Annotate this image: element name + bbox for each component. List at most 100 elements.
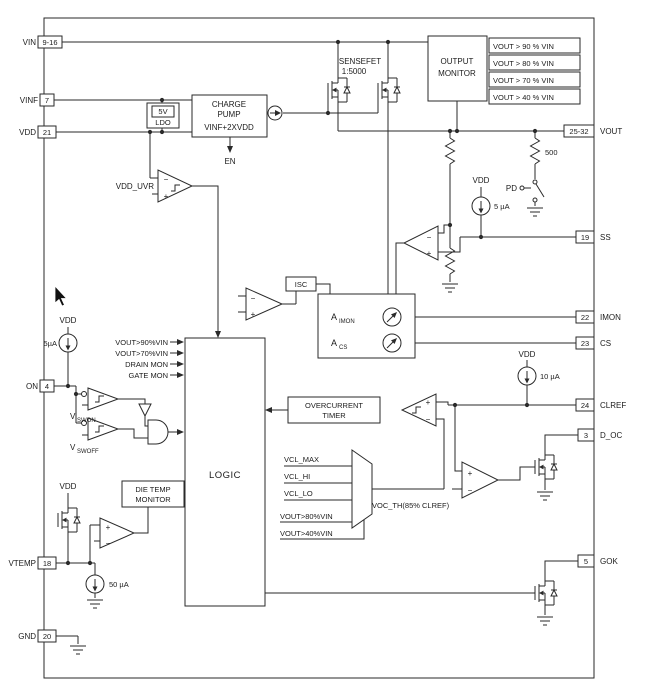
en-label: EN bbox=[224, 157, 235, 166]
pin-num-vinf: 7 bbox=[45, 96, 49, 105]
threshold-80: VOUT > 80 % VIN bbox=[493, 59, 554, 68]
value-text: 500 5 µA 5µA 10 µA 50 µA bbox=[44, 148, 560, 589]
threshold-40: VOUT > 40 % VIN bbox=[493, 93, 554, 102]
threshold-90: VOUT > 90 % VIN bbox=[493, 42, 554, 51]
uvr-minus: − bbox=[164, 175, 169, 184]
logic-in-vout70: VOUT>70%VIN bbox=[115, 349, 168, 358]
vdd-label-clref: VDD bbox=[519, 350, 536, 359]
dietemp-plus: + bbox=[106, 523, 111, 532]
pin-num-vtemp: 18 bbox=[43, 559, 51, 568]
pin-num-vout: 25-32 bbox=[569, 127, 588, 136]
pin-box-gnd bbox=[38, 630, 56, 642]
overcurrent-timer-block bbox=[288, 397, 380, 423]
output-monitor-line2: MONITOR bbox=[438, 69, 476, 78]
vswon-comparator bbox=[88, 388, 118, 410]
threshold-70: VOUT > 70 % VIN bbox=[493, 76, 554, 85]
vdd-label-ss: VDD bbox=[473, 176, 490, 185]
current-50ua-label: 50 µA bbox=[109, 580, 129, 589]
resistor-500-label: 500 bbox=[545, 148, 558, 157]
pin-num-clref: 24 bbox=[581, 401, 589, 410]
current-10ua-label: 10 µA bbox=[540, 372, 560, 381]
pin-label-gok: GOK bbox=[600, 557, 618, 566]
output-monitor-block bbox=[428, 36, 487, 101]
logic-in-vout90: VOUT>90%VIN bbox=[115, 338, 168, 347]
isc-label-box bbox=[286, 277, 316, 291]
overcurrent-comparator bbox=[402, 394, 436, 426]
block-text: 5V LDO CHARGE PUMP VINF+2XVDD SENSEFET 1… bbox=[135, 42, 554, 504]
inverting-bubble-icon bbox=[82, 392, 87, 397]
vcl-sel-80: VOUT>80%VIN bbox=[280, 512, 333, 521]
signal-text: EN VDD_UVR VDD PD VDD VDD VDD VOUT>90%VI… bbox=[60, 157, 536, 538]
die-temp-monitor-block bbox=[122, 481, 184, 507]
logic-in-drainmon: DRAIN MON bbox=[125, 360, 168, 369]
imon-amp-icon bbox=[383, 308, 401, 326]
pin-box-cs bbox=[576, 337, 594, 349]
pin-box-doc bbox=[578, 429, 594, 441]
charge-pump-line1: CHARGE bbox=[212, 100, 246, 109]
voc-minus: − bbox=[468, 486, 473, 495]
pin-box-vdd bbox=[38, 126, 56, 138]
pin-label-cs: CS bbox=[600, 339, 611, 348]
pin-box-vinf bbox=[40, 94, 54, 106]
pin-label-clref: CLREF bbox=[600, 401, 626, 410]
die-temp-comparator bbox=[100, 518, 134, 548]
comparators bbox=[82, 170, 499, 548]
ss-plus: + bbox=[427, 249, 432, 258]
pin-box-vtemp bbox=[38, 557, 56, 569]
isc-label: ISC bbox=[295, 280, 308, 289]
pin-label-vin: VIN bbox=[23, 38, 37, 47]
pin-text: VIN 9-16 VINF 7 VDD 21 ON 4 VTEMP 18 GND… bbox=[8, 38, 626, 641]
vcl-lo-label: VCL_LO bbox=[284, 489, 313, 498]
oc-minus: − bbox=[426, 415, 431, 424]
inverter-icon bbox=[139, 404, 151, 416]
pin-num-doc: 3 bbox=[584, 431, 588, 440]
charge-pump-block bbox=[192, 95, 267, 137]
pin-box-imon bbox=[576, 311, 594, 323]
vcl-sel-40: VOUT>40%VIN bbox=[280, 529, 333, 538]
junction-dots bbox=[65, 39, 538, 566]
vswoff-label: V bbox=[70, 443, 76, 452]
vswon-label: V bbox=[70, 412, 76, 421]
pin-box-vout bbox=[564, 125, 594, 137]
pin-label-on: ON bbox=[26, 382, 38, 391]
arrowheads bbox=[177, 146, 272, 435]
pin-num-gok: 5 bbox=[584, 557, 588, 566]
output-monitor-line1: OUTPUT bbox=[441, 57, 474, 66]
oc-timer-line2: TIMER bbox=[322, 411, 346, 420]
acs-sub: CS bbox=[339, 345, 347, 351]
threshold-box bbox=[489, 55, 580, 70]
vdd-uvr-label: VDD_UVR bbox=[116, 182, 154, 191]
ldo-inner-box bbox=[152, 106, 174, 117]
and-gate-icon bbox=[148, 420, 168, 444]
oc-plus: + bbox=[426, 398, 431, 407]
oc-timer-line1: OVERCURRENT bbox=[305, 401, 363, 410]
ldo-line1: 5V bbox=[158, 107, 167, 116]
threshold-box bbox=[489, 72, 580, 87]
die-temp-line1: DIE TEMP bbox=[135, 485, 170, 494]
pin-label-vdd: VDD bbox=[19, 128, 36, 137]
logic-in-gatemon: GATE MON bbox=[129, 371, 168, 380]
pin-label-vinf: VINF bbox=[20, 96, 38, 105]
amon-label: A bbox=[331, 312, 337, 322]
wires bbox=[54, 42, 578, 644]
threshold-box bbox=[489, 38, 580, 53]
pin-label-vtemp: VTEMP bbox=[8, 559, 36, 568]
ldo-line2: LDO bbox=[155, 118, 171, 127]
voc-comparator bbox=[462, 462, 498, 498]
threshold-box bbox=[489, 89, 580, 104]
pin-boxes bbox=[38, 36, 594, 642]
pin-box-ss bbox=[576, 231, 594, 243]
isc-minus: − bbox=[251, 294, 256, 303]
pin-num-imon: 22 bbox=[581, 313, 589, 322]
vcl-hi-label: VCL_HI bbox=[284, 472, 310, 481]
pd-switch-icon bbox=[520, 180, 537, 202]
logic-block bbox=[185, 338, 265, 606]
pin-num-gnd: 20 bbox=[43, 632, 51, 641]
uvr-plus: + bbox=[164, 192, 169, 201]
dietemp-minus: − bbox=[106, 539, 111, 548]
acs-label: A bbox=[331, 338, 337, 348]
current-5ua-ss-label: 5 µA bbox=[494, 202, 510, 211]
pin-label-gnd: GND bbox=[18, 632, 36, 641]
ss-minus: − bbox=[427, 233, 432, 242]
